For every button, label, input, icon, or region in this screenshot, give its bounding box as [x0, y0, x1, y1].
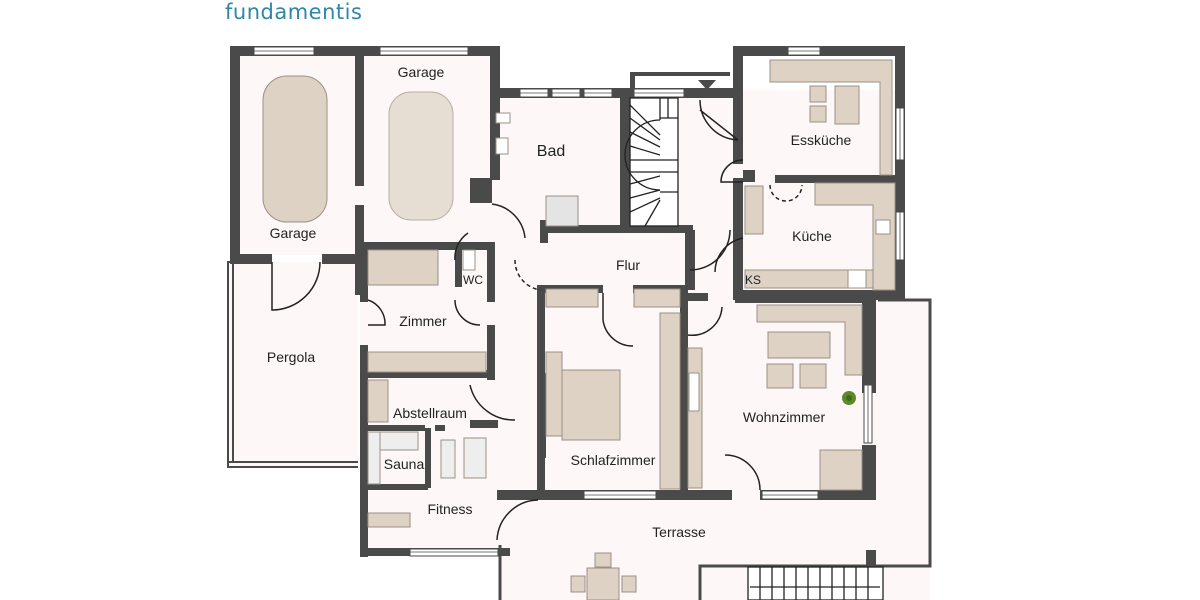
room-label-zimmer: Zimmer [399, 313, 447, 329]
room-label-kueche: Küche [792, 228, 832, 244]
furniture [262, 59, 896, 600]
room-label-flur: Flur [615, 257, 641, 273]
room-label-wc: WC [463, 273, 483, 287]
room-label-garage-left: Garage [269, 225, 317, 241]
room-label-pergola: Pergola [266, 349, 316, 365]
staircase [624, 97, 679, 227]
brand-logo: fundamentis [225, 0, 363, 24]
room-label-bad: Bad [536, 143, 566, 160]
room-label-wohnzimmer: Wohnzimmer [742, 409, 826, 425]
room-label-ks: KS [744, 273, 762, 287]
room-label-schlafzimmer: Schlafzimmer [570, 452, 656, 468]
room-label-esskueche: Essküche [790, 132, 852, 148]
entrance-arrow-icon [698, 80, 716, 90]
outdoor-stairs [747, 566, 884, 600]
doors [271, 99, 803, 541]
room-label-terrasse: Terrasse [652, 524, 706, 540]
room-label-garage-right: Garage [397, 64, 445, 80]
room-label-sauna: Sauna [383, 456, 425, 472]
window-lines [254, 50, 901, 553]
room-label-fitness: Fitness [427, 501, 473, 517]
plant-icon [842, 391, 856, 405]
room-label-abstellraum: Abstellraum [393, 405, 467, 421]
